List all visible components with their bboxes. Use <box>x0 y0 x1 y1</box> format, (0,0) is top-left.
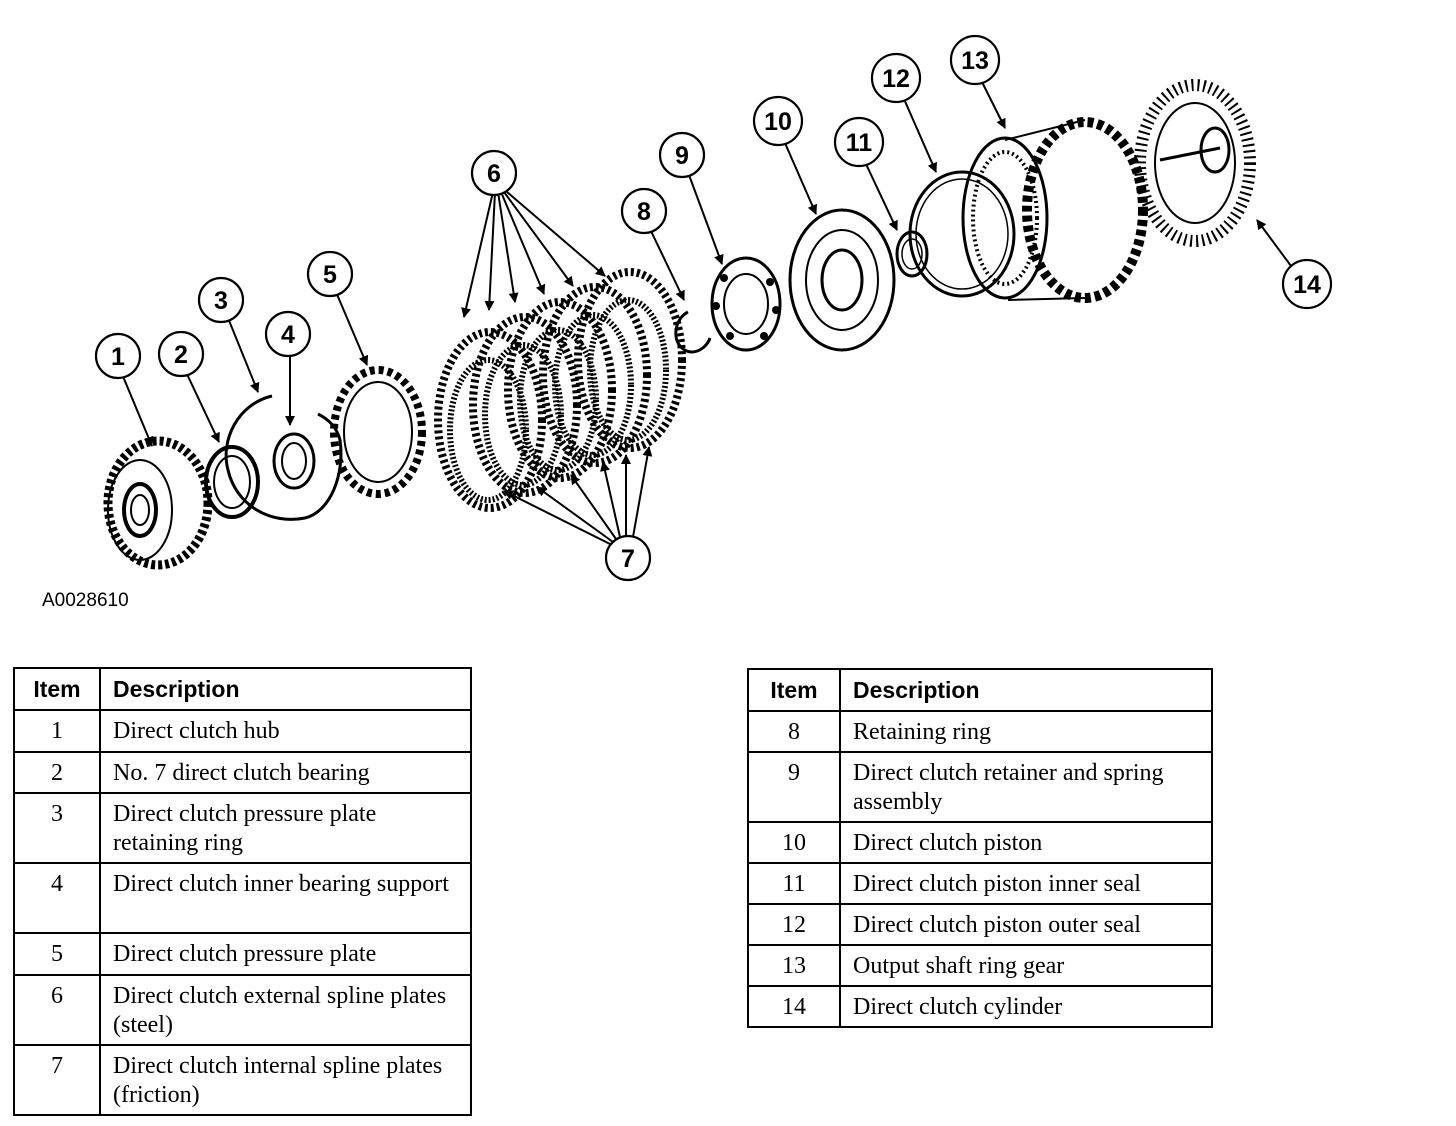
callout-12: 12 <box>870 52 922 104</box>
callout-7: 7 <box>604 534 652 582</box>
figure-code: A0028610 <box>42 590 129 611</box>
callout-label: 11 <box>846 129 873 157</box>
item-description: Direct clutch external spline plates (st… <box>99 974 472 1046</box>
item-description: Direct clutch pressure plate retaining r… <box>99 792 472 864</box>
item-number: 12 <box>747 903 841 946</box>
callout-label: 14 <box>1293 271 1321 299</box>
part-9-spring-assembly <box>710 256 782 352</box>
callout-label: 2 <box>174 341 188 369</box>
item-number: 13 <box>747 944 841 987</box>
callout-14: 14 <box>1281 258 1333 310</box>
callout-13: 13 <box>949 34 1001 86</box>
item-description: Direct clutch pressure plate <box>99 932 472 976</box>
callout-6: 6 <box>470 149 518 197</box>
item-column-header: Item <box>13 667 101 711</box>
callout-10: 10 <box>752 95 804 147</box>
callout-3: 3 <box>197 276 245 324</box>
item-number: 9 <box>747 751 841 823</box>
item-description: Direct clutch cylinder <box>839 985 1213 1028</box>
item-description: Direct clutch internal spline plates (fr… <box>99 1044 472 1116</box>
callout-label: 8 <box>637 198 651 226</box>
callout-label: 4 <box>281 321 295 349</box>
callout-9: 9 <box>658 131 706 179</box>
item-description: No. 7 direct clutch bearing <box>99 751 472 794</box>
callout-1: 1 <box>94 332 142 380</box>
item-number: 2 <box>13 751 101 794</box>
callout-label: 6 <box>487 160 501 188</box>
description-column-header: Description <box>839 668 1213 712</box>
part-2-bearing <box>204 445 260 519</box>
item-description: Direct clutch piston inner seal <box>839 862 1213 905</box>
callout-label: 7 <box>621 545 635 573</box>
item-description: Direct clutch piston <box>839 821 1213 864</box>
callout-label: 1 <box>111 343 125 371</box>
item-description: Direct clutch retainer and spring assemb… <box>839 751 1213 823</box>
part-10-piston <box>788 208 896 352</box>
description-column-header: Description <box>99 667 472 711</box>
callout-11: 11 <box>833 116 885 168</box>
leader-lines <box>121 81 1292 546</box>
item-number: 3 <box>13 792 101 864</box>
callout-5: 5 <box>306 250 354 298</box>
part-12-outer-seal <box>908 170 1016 298</box>
part-14-clutch-cylinder <box>1134 79 1256 247</box>
part-4-bearing-support <box>272 432 316 490</box>
part-6-7-clutch-pack <box>434 268 686 512</box>
part-1-clutch-hub <box>103 436 213 570</box>
legend-header-row: Item Description <box>13 667 472 711</box>
callout-2: 2 <box>157 330 205 378</box>
callout-label: 12 <box>882 65 910 93</box>
part-5-pressure-plate <box>330 366 426 498</box>
item-number: 7 <box>13 1044 101 1116</box>
part-11-inner-seal <box>895 230 929 278</box>
item-description: Direct clutch inner bearing support <box>99 862 472 934</box>
callout-label: 5 <box>323 261 337 289</box>
callout-label: 3 <box>214 287 228 315</box>
item-description: Retaining ring <box>839 710 1213 753</box>
item-column-header: Item <box>747 668 841 712</box>
part-8-retaining-ring <box>674 310 712 354</box>
exploded-view-diagram: 1 2 3 4 5 6 7 8 9 10 11 12 13 14 <box>94 34 1333 582</box>
item-description: Direct clutch hub <box>99 709 472 753</box>
item-number: 1 <box>13 709 101 753</box>
item-number: 14 <box>747 985 841 1028</box>
item-number: 6 <box>13 974 101 1046</box>
callout-label: 9 <box>675 142 689 170</box>
part-3-retaining-ring <box>224 394 343 521</box>
item-number: 5 <box>13 932 101 976</box>
callout-label: 13 <box>961 47 989 75</box>
part-13-ring-gear <box>961 117 1148 303</box>
item-number: 11 <box>747 862 841 905</box>
callout-4: 4 <box>264 310 312 358</box>
item-description: Direct clutch piston outer seal <box>839 903 1213 946</box>
legend-header-row: Item Description <box>747 668 1213 712</box>
item-number: 4 <box>13 862 101 934</box>
callout-label: 10 <box>764 108 792 136</box>
item-number: 10 <box>747 821 841 864</box>
callout-8: 8 <box>620 187 668 235</box>
item-number: 8 <box>747 710 841 753</box>
item-description: Output shaft ring gear <box>839 944 1213 987</box>
